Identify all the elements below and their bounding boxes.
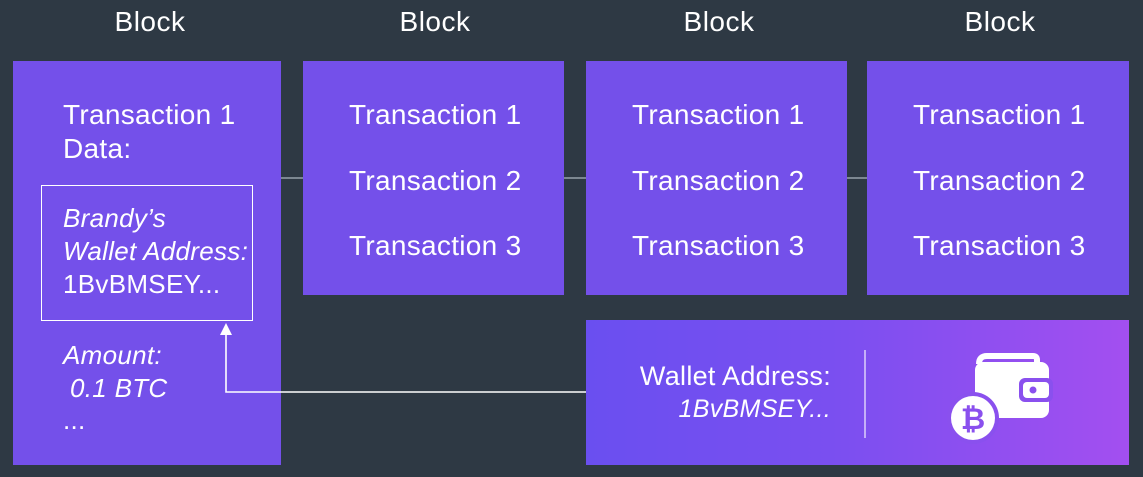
amount-label: Amount:	[63, 340, 162, 370]
amount-value: 0.1 BTC	[70, 373, 168, 403]
block-4: Transaction 1 Transaction 2 Transaction …	[867, 61, 1129, 295]
svg-text:₿: ₿	[961, 402, 985, 437]
wallet-address-label: Wallet Address:	[63, 236, 249, 266]
chain-connector-2	[564, 177, 586, 179]
block-2-transaction-1: Transaction 1	[349, 99, 522, 130]
wallet-panel: Wallet Address: 1BvBMSEY... ₿	[586, 320, 1129, 465]
block-1: Transaction 1 Data:	[13, 61, 281, 465]
block-2-transaction-3: Transaction 3	[349, 230, 522, 261]
block-3-transaction-2: Transaction 2	[632, 165, 805, 196]
block-2-transaction-2: Transaction 2	[349, 165, 522, 196]
wallet-panel-value: 1BvBMSEY...	[678, 395, 831, 423]
wallet-address-highlight-box	[41, 185, 253, 321]
block-title-1: Block	[114, 6, 186, 37]
block-title-3: Block	[683, 6, 755, 37]
block-4-transaction-1: Transaction 1	[913, 99, 1086, 130]
block-title-4: Block	[964, 6, 1036, 37]
wallet-bitcoin-icon: ₿	[947, 353, 1053, 444]
block-title-2: Block	[399, 6, 471, 37]
block-3-transaction-1: Transaction 1	[632, 99, 805, 130]
block-3: Transaction 1 Transaction 2 Transaction …	[586, 61, 847, 295]
block-1-ellipsis: ...	[63, 405, 86, 435]
block-2: Transaction 1 Transaction 2 Transaction …	[303, 61, 564, 295]
wallet-panel-divider	[864, 350, 866, 438]
wallet-address-value: 1BvBMSEY...	[63, 269, 221, 299]
block-1-data-label: Data:	[63, 133, 132, 164]
chain-connector-3	[847, 177, 867, 179]
block-1-transaction-title: Transaction 1	[63, 99, 236, 130]
chain-connector-1	[281, 177, 303, 179]
block-4-transaction-2: Transaction 2	[913, 165, 1086, 196]
block-3-transaction-3: Transaction 3	[632, 230, 805, 261]
brandys-label: Brandy’s	[63, 203, 167, 233]
block-4-transaction-3: Transaction 3	[913, 230, 1086, 261]
wallet-panel-label: Wallet Address:	[639, 361, 831, 391]
